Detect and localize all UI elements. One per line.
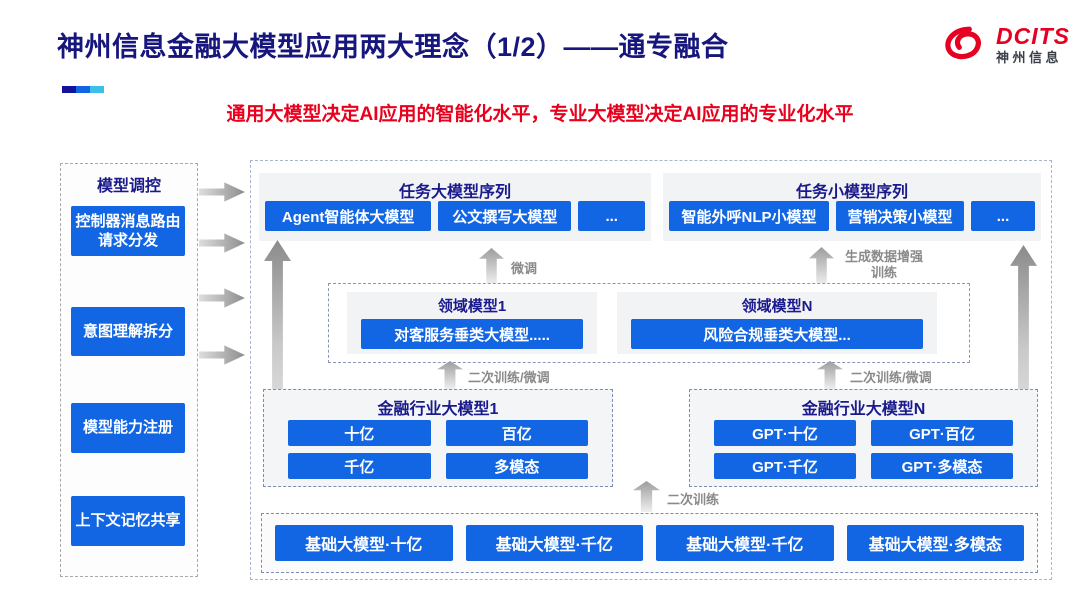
logo-brand-text: DCITS bbox=[996, 22, 1070, 49]
model-chip-gpt-multimodal: GPT·多模态 bbox=[871, 453, 1013, 479]
model-chip-foundation-100b: 基础大模型·千亿 bbox=[656, 525, 834, 561]
flow-right-arrow-icon bbox=[199, 182, 245, 202]
sidebar-title: 模型调控 bbox=[96, 178, 161, 195]
domain-model-1-group: 领域模型1 对客服务垂类大模型..... bbox=[347, 292, 597, 354]
retrain-arrow-icon bbox=[633, 481, 660, 512]
model-chip-gpt-10b: GPT·百亿 bbox=[871, 420, 1013, 446]
sidebar-item-intent-split: 意图理解拆分 bbox=[71, 307, 185, 356]
model-chip-doc-writing-llm: 公文撰写大模型 bbox=[438, 201, 572, 231]
model-chip-risk-compliance-vertical: 风险合规垂类大模型... bbox=[631, 319, 923, 349]
model-chip-customer-service-vertical: 对客服务垂类大模型..... bbox=[361, 319, 583, 349]
title-accent-bars bbox=[62, 86, 104, 93]
domain-models-box: 领域模型1 对客服务垂类大模型..... 领域模型N 风险合规垂类大模型... bbox=[328, 283, 970, 363]
group-title: 领域模型1 bbox=[437, 298, 507, 315]
model-chip-1b: 十亿 bbox=[288, 420, 431, 446]
model-chip-foundation-multimodal: 基础大模型·多模态 bbox=[846, 525, 1024, 561]
group-title: 任务小模型序列 bbox=[795, 184, 908, 201]
accent-bar bbox=[62, 86, 76, 93]
model-chip-foundation-100b: 基础大模型·千亿 bbox=[465, 525, 643, 561]
page-title: 神州信息金融大模型应用两大理念（1/2）——通专融合 bbox=[57, 32, 729, 62]
dcits-swirl-icon bbox=[945, 26, 981, 60]
model-chip-more: ... bbox=[971, 201, 1035, 231]
accent-bar bbox=[76, 86, 90, 93]
model-chip-gpt-100b: GPT·千亿 bbox=[714, 453, 856, 479]
finance-industry-model-n-group: 金融行业大模型N GPT·十亿 GPT·百亿 GPT·千亿 GPT·多模态 bbox=[689, 389, 1038, 487]
logo-brand-cn-text: 神州信息 bbox=[996, 49, 1063, 65]
model-chip-more: ... bbox=[578, 201, 645, 231]
domain-model-n-group: 领域模型N 风险合规垂类大模型... bbox=[617, 292, 937, 354]
gen-data-train-label: 生成数据增强训练 bbox=[844, 249, 923, 281]
sidebar-item-capability-register: 模型能力注册 bbox=[71, 403, 185, 453]
accent-bar bbox=[90, 86, 104, 93]
logo: DCITS 神州信息 bbox=[940, 22, 1070, 66]
task-small-model-group: 任务小模型序列 智能外呼NLP小模型 营销决策小模型 ... bbox=[663, 173, 1041, 241]
flow-right-arrow-icon bbox=[199, 345, 245, 365]
model-chip-marketing-decision: 营销决策小模型 bbox=[836, 201, 964, 231]
finance-industry-model-1-group: 金融行业大模型1 十亿 百亿 千亿 多模态 bbox=[263, 389, 613, 487]
model-chip-gpt-1b: GPT·十亿 bbox=[714, 420, 856, 446]
gen-data-arrow-icon bbox=[809, 247, 834, 285]
retrain-finetune-label: 二次训练/微调 bbox=[468, 370, 550, 385]
sidebar-item-context-memory: 上下文记忆共享 bbox=[71, 496, 185, 546]
retrain-finetune-arrow-icon bbox=[817, 361, 843, 389]
flow-right-arrow-icon bbox=[199, 288, 245, 308]
flow-right-arrow-icon bbox=[199, 233, 245, 253]
model-chip-multimodal: 多模态 bbox=[445, 453, 588, 479]
model-chip-100b: 千亿 bbox=[288, 453, 431, 479]
foundation-models-box: 基础大模型·十亿 基础大模型·千亿 基础大模型·千亿 基础大模型·多模态 bbox=[261, 513, 1038, 573]
group-title: 金融行业大模型N bbox=[801, 401, 926, 418]
sidebar-item-controller-routing: 控制器消息路由请求分发 bbox=[71, 206, 185, 256]
model-control-panel: 模型调控 控制器消息路由请求分发 意图理解拆分 模型能力注册 上下文记忆共享 bbox=[60, 163, 198, 577]
model-chip-foundation-1b: 基础大模型·十亿 bbox=[275, 525, 453, 561]
model-chip-outbound-nlp: 智能外呼NLP小模型 bbox=[669, 201, 829, 231]
retrain-finetune-label: 二次训练/微调 bbox=[850, 370, 932, 385]
retrain-finetune-arrow-icon bbox=[437, 361, 463, 389]
model-chip-10b: 百亿 bbox=[445, 420, 588, 446]
finetune-arrow-icon bbox=[479, 248, 504, 284]
group-title: 任务大模型序列 bbox=[398, 184, 511, 201]
model-chip-agent-llm: Agent智能体大模型 bbox=[265, 201, 432, 231]
slide-subtitle: 通用大模型决定AI应用的智能化水平，专业大模型决定AI应用的专业化水平 bbox=[226, 104, 854, 125]
group-title: 金融行业大模型1 bbox=[377, 401, 499, 418]
model-architecture-panel: 任务大模型序列 Agent智能体大模型 公文撰写大模型 ... 任务小模型序列 … bbox=[250, 160, 1052, 580]
task-large-model-group: 任务大模型序列 Agent智能体大模型 公文撰写大模型 ... bbox=[259, 173, 651, 241]
finetune-label: 微调 bbox=[511, 261, 538, 276]
retrain-label: 二次训练 bbox=[667, 492, 720, 507]
group-title: 领域模型N bbox=[741, 298, 813, 315]
